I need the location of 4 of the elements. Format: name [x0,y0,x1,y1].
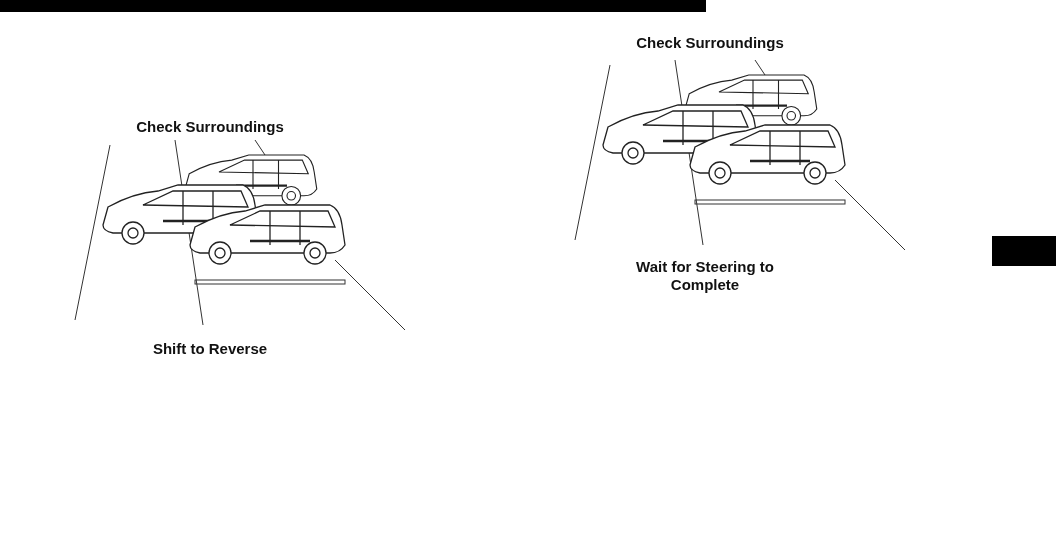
callout-label: Check Surroundings [635,34,785,52]
callout-label: Shift to Reverse [151,340,269,358]
callout-label: Check Surroundings [135,118,285,136]
callout-label: Wait for Steering to Complete [635,258,775,294]
